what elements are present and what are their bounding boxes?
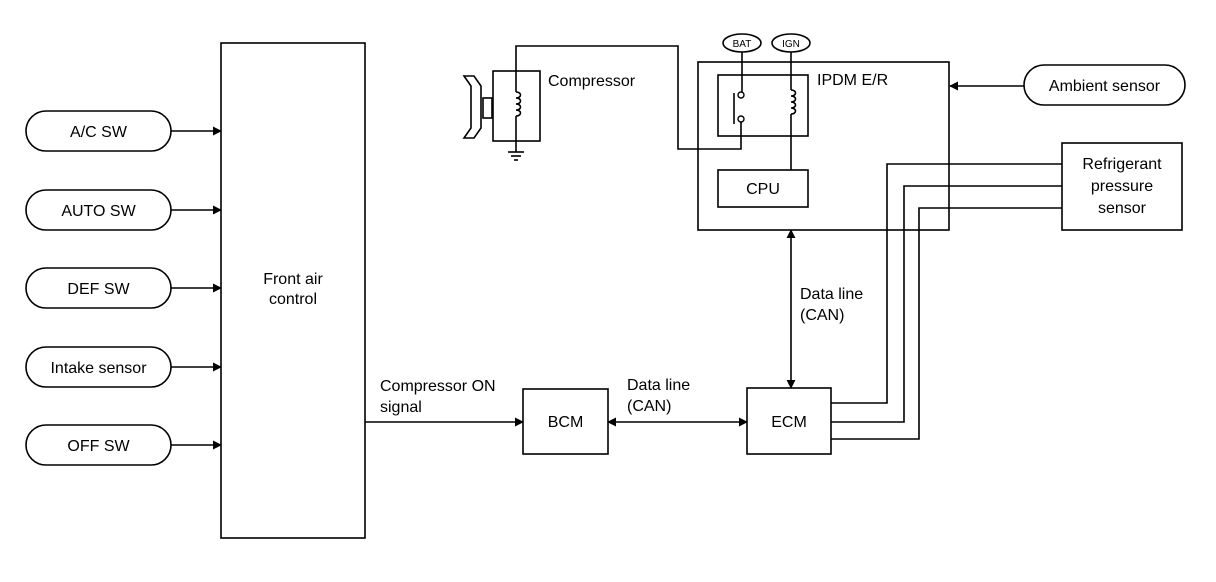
ign-label: IGN bbox=[782, 39, 800, 50]
compressor-coil-icon bbox=[515, 91, 522, 117]
ac-sw-node: A/C SW bbox=[25, 110, 172, 152]
ambient-sensor-label: Ambient sensor bbox=[1049, 78, 1161, 95]
relay-coil-icon bbox=[790, 89, 797, 115]
compressor-signal-line1: Compressor ON bbox=[380, 378, 496, 395]
refrigerant-sensor-line2: pressure bbox=[1091, 178, 1153, 195]
ecm-node: ECM bbox=[746, 387, 832, 455]
off-sw-node: OFF SW bbox=[25, 424, 172, 466]
auto-sw-node: AUTO SW bbox=[25, 189, 172, 231]
cpu-label: CPU bbox=[746, 181, 780, 198]
ground-icon bbox=[508, 151, 524, 161]
data-line-bcm-ecm-line1: Data line bbox=[627, 377, 690, 394]
refrigerant-sensor-node: Refrigerant pressure sensor bbox=[1061, 142, 1183, 231]
def-sw-node: DEF SW bbox=[25, 267, 172, 309]
compressor-label: Compressor bbox=[548, 73, 636, 90]
relay-contact-bottom bbox=[737, 115, 745, 123]
ign-node: IGN bbox=[771, 33, 811, 53]
relay-box bbox=[717, 74, 809, 137]
intake-sensor-node: Intake sensor bbox=[25, 346, 172, 388]
off-sw-label: OFF SW bbox=[67, 438, 130, 455]
refrigerant-wire-3 bbox=[831, 207, 1062, 440]
bat-node: BAT bbox=[722, 33, 762, 53]
bat-label: BAT bbox=[733, 39, 752, 50]
front-air-control-line2: control bbox=[269, 291, 317, 308]
data-line-ecm-ipdm-line2: (CAN) bbox=[800, 307, 844, 324]
refrigerant-sensor-line1: Refrigerant bbox=[1082, 156, 1162, 173]
compressor-node: Compressor bbox=[462, 70, 636, 142]
ambient-sensor-node: Ambient sensor bbox=[1023, 64, 1186, 106]
ecm-label: ECM bbox=[771, 414, 807, 431]
ipdm-node: IPDM E/R CPU bbox=[697, 61, 950, 231]
front-air-control-node: Front air control bbox=[220, 42, 366, 539]
compressor-signal-line2: signal bbox=[380, 399, 422, 416]
data-line-ecm-ipdm-line1: Data line bbox=[800, 286, 863, 303]
cpu-box bbox=[717, 169, 809, 208]
bcm-node: BCM bbox=[522, 388, 609, 455]
compressor-relay-wire bbox=[515, 45, 742, 150]
compressor-clutch-plate bbox=[482, 97, 493, 119]
refrigerant-wire-1 bbox=[831, 163, 1062, 404]
auto-sw-label: AUTO SW bbox=[61, 203, 136, 220]
intake-sensor-label: Intake sensor bbox=[50, 360, 147, 377]
def-sw-label: DEF SW bbox=[67, 281, 130, 298]
refrigerant-sensor-line3: sensor bbox=[1098, 200, 1147, 217]
bcm-label: BCM bbox=[548, 414, 584, 431]
relay-contact-top bbox=[737, 91, 745, 99]
ac-sw-label: A/C SW bbox=[70, 124, 128, 141]
refrigerant-wire-2 bbox=[831, 185, 1062, 423]
front-air-control-line1: Front air bbox=[263, 271, 323, 288]
compressor-pulley-icon bbox=[462, 75, 482, 139]
ipdm-label: IPDM E/R bbox=[817, 72, 888, 89]
data-line-bcm-ecm-line2: (CAN) bbox=[627, 398, 671, 415]
